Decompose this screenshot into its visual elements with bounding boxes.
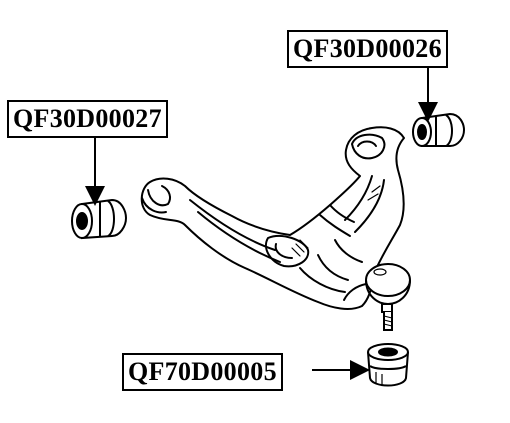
ball-joint-drawing bbox=[365, 263, 411, 331]
top-bushing-drawing bbox=[412, 112, 466, 147]
pointer-arrows bbox=[85, 67, 438, 380]
part-label-top-right: QF30D00026 bbox=[287, 30, 448, 68]
control-arm-drawing bbox=[140, 126, 405, 310]
bottom-bushing-drawing bbox=[367, 343, 409, 387]
part-label-left: QF30D00027 bbox=[7, 100, 168, 138]
left-bushing-drawing bbox=[71, 198, 128, 240]
part-label-bottom: QF70D00005 bbox=[122, 353, 283, 391]
